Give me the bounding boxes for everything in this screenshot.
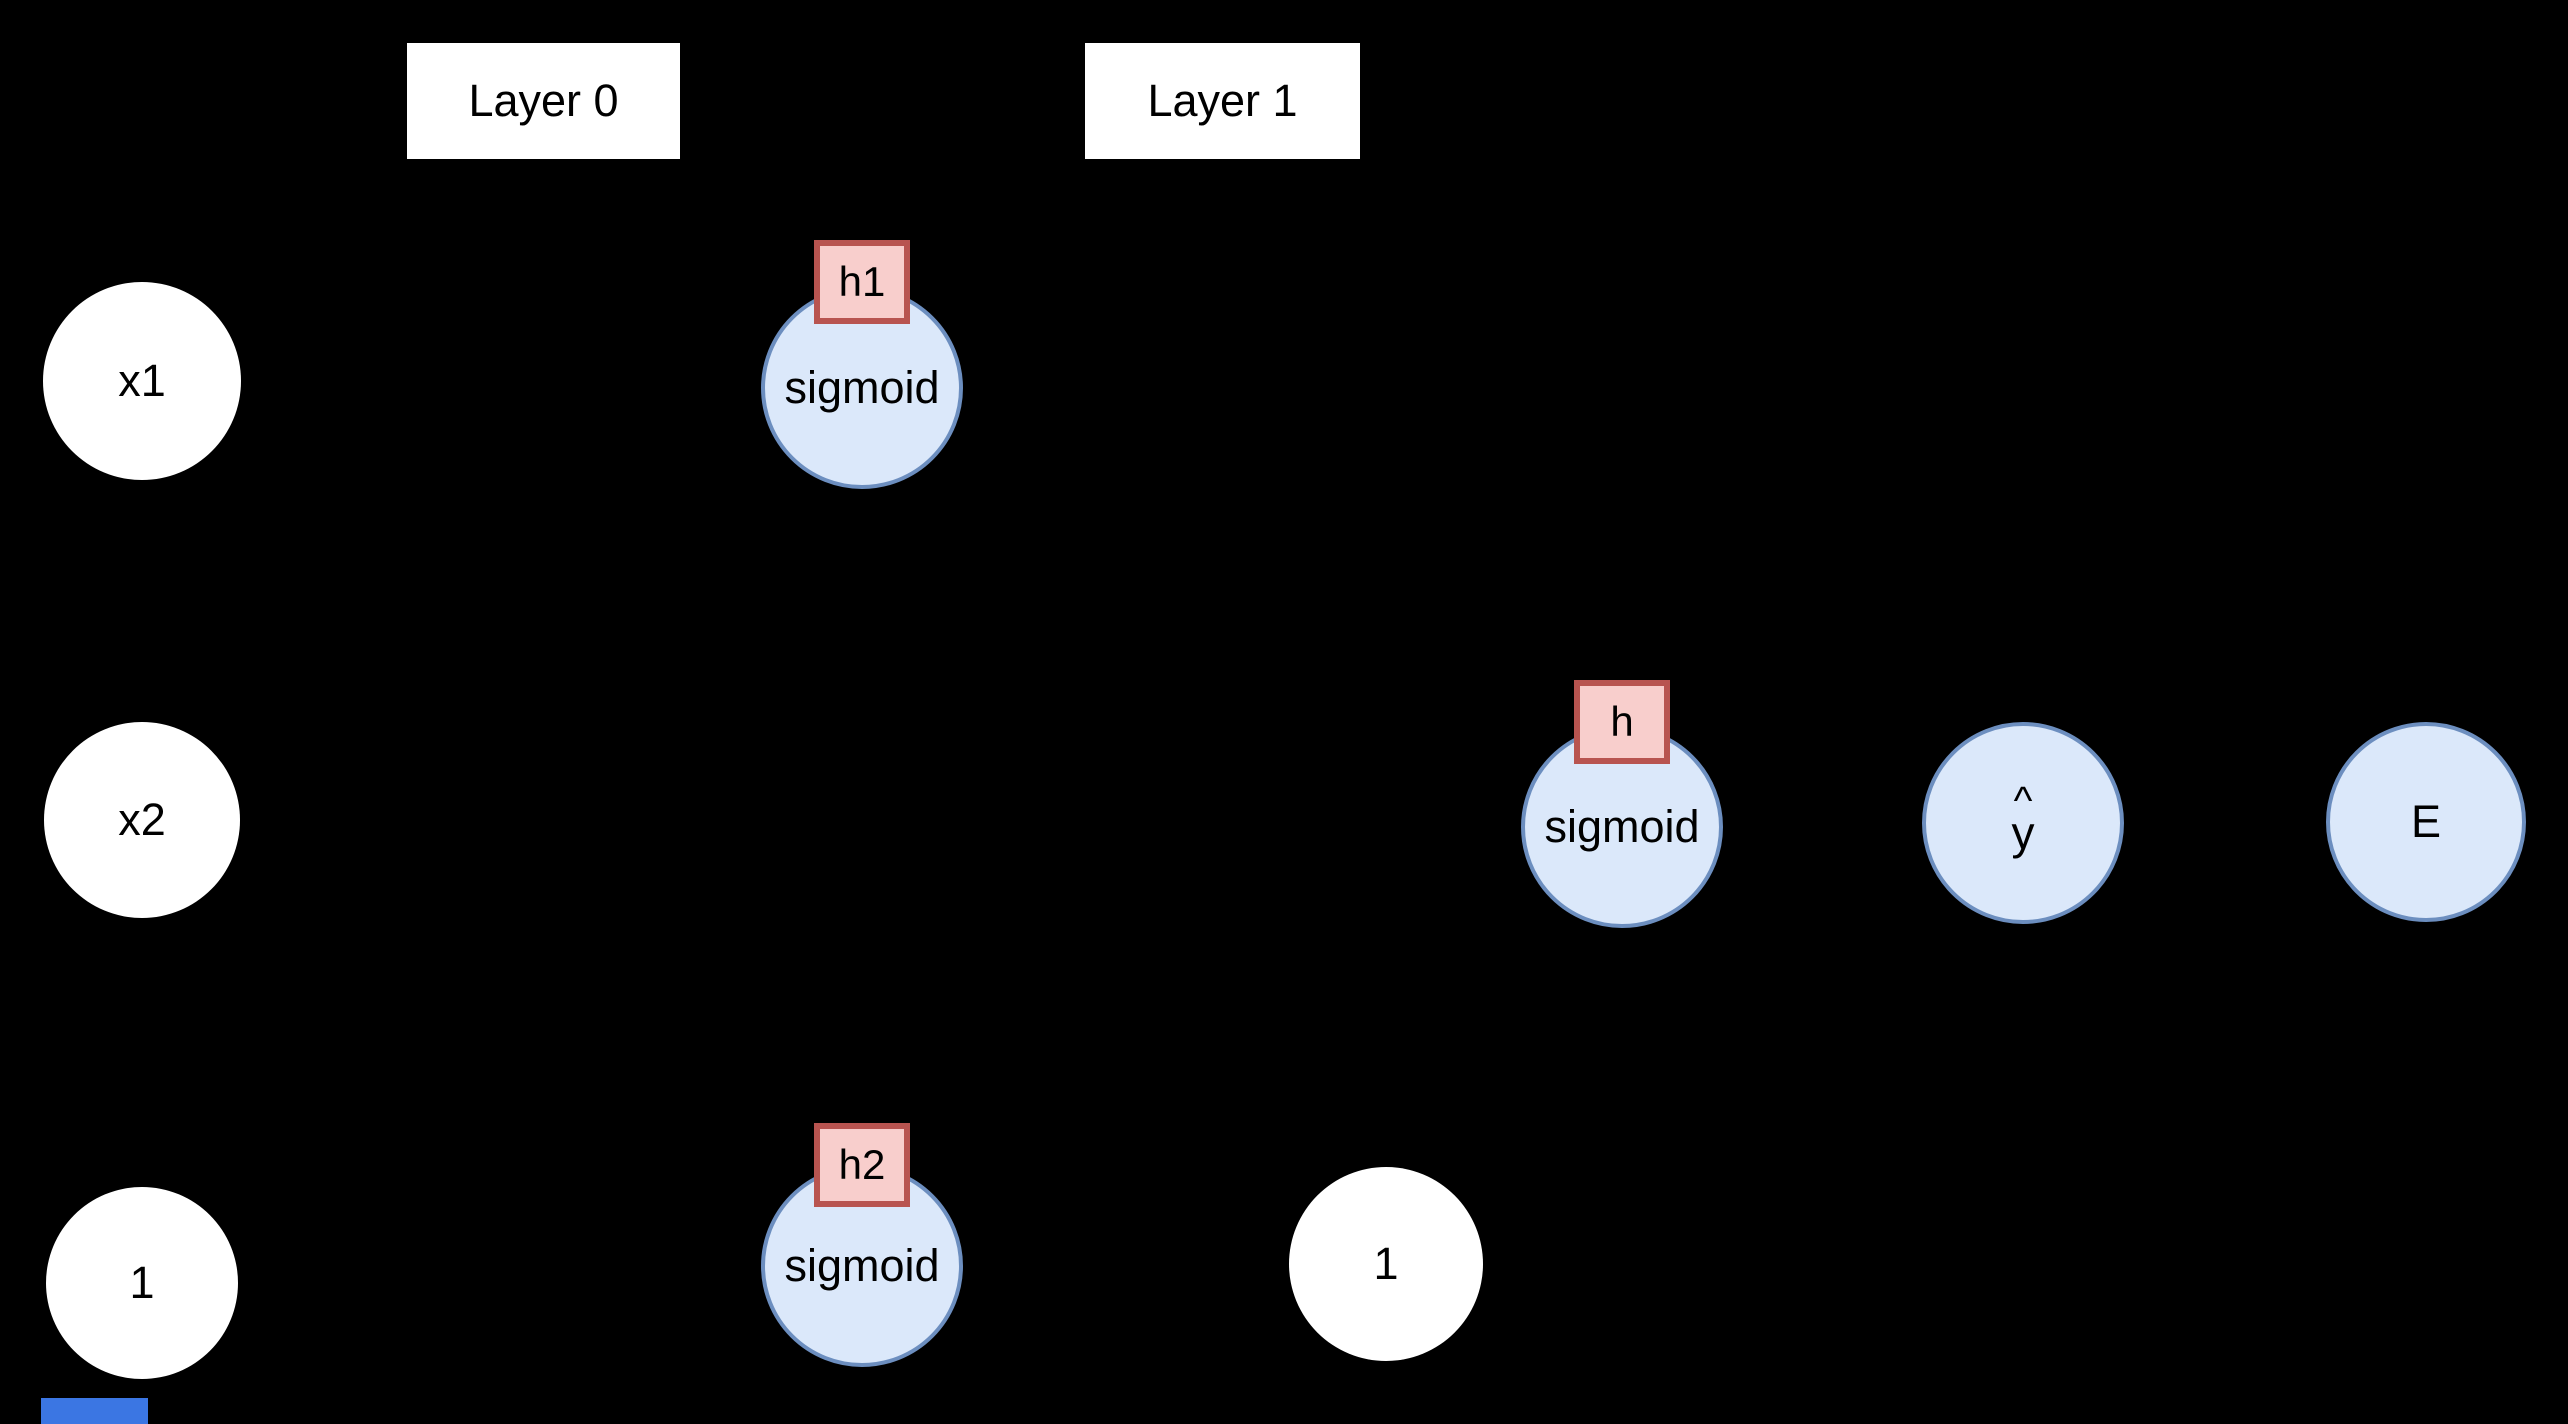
layer-1-label-box: Layer 1 (1085, 43, 1360, 159)
node-bias-layer1: 1 (1289, 1167, 1483, 1361)
node-yhat-label: ^ y (2011, 779, 2035, 859)
node-h1-sigmoid-label: sigmoid (784, 362, 940, 413)
node-x2-label: x2 (118, 794, 166, 845)
node-x1: x1 (43, 282, 241, 480)
node-bias-layer0: 1 (46, 1187, 238, 1379)
tag-h-label: h (1610, 698, 1634, 745)
node-error-label: E (2410, 796, 2441, 847)
yhat-base: y (2011, 807, 2035, 859)
blue-fragment (41, 1398, 148, 1424)
node-x1-label: x1 (118, 355, 166, 406)
tag-h2: h2 (814, 1123, 910, 1207)
tag-h: h (1574, 680, 1670, 764)
layer-0-label-box: Layer 0 (407, 43, 680, 159)
layer-1-label: Layer 1 (1147, 75, 1298, 126)
node-bias-layer0-label: 1 (129, 1257, 155, 1308)
tag-h1: h1 (814, 240, 910, 324)
yhat-circumflex: ^ (2013, 779, 2033, 823)
node-error: E (2326, 722, 2526, 922)
tag-h1-label: h1 (838, 258, 886, 305)
node-h2-sigmoid-label: sigmoid (784, 1240, 940, 1291)
node-yhat: ^ y (1922, 722, 2124, 924)
tag-h2-label: h2 (838, 1141, 886, 1188)
node-bias-layer1-label: 1 (1373, 1238, 1399, 1289)
node-h-sigmoid: sigmoid (1521, 726, 1723, 928)
layer-0-label: Layer 0 (468, 75, 619, 126)
node-x2: x2 (44, 722, 240, 918)
node-h-sigmoid-label: sigmoid (1544, 801, 1700, 852)
